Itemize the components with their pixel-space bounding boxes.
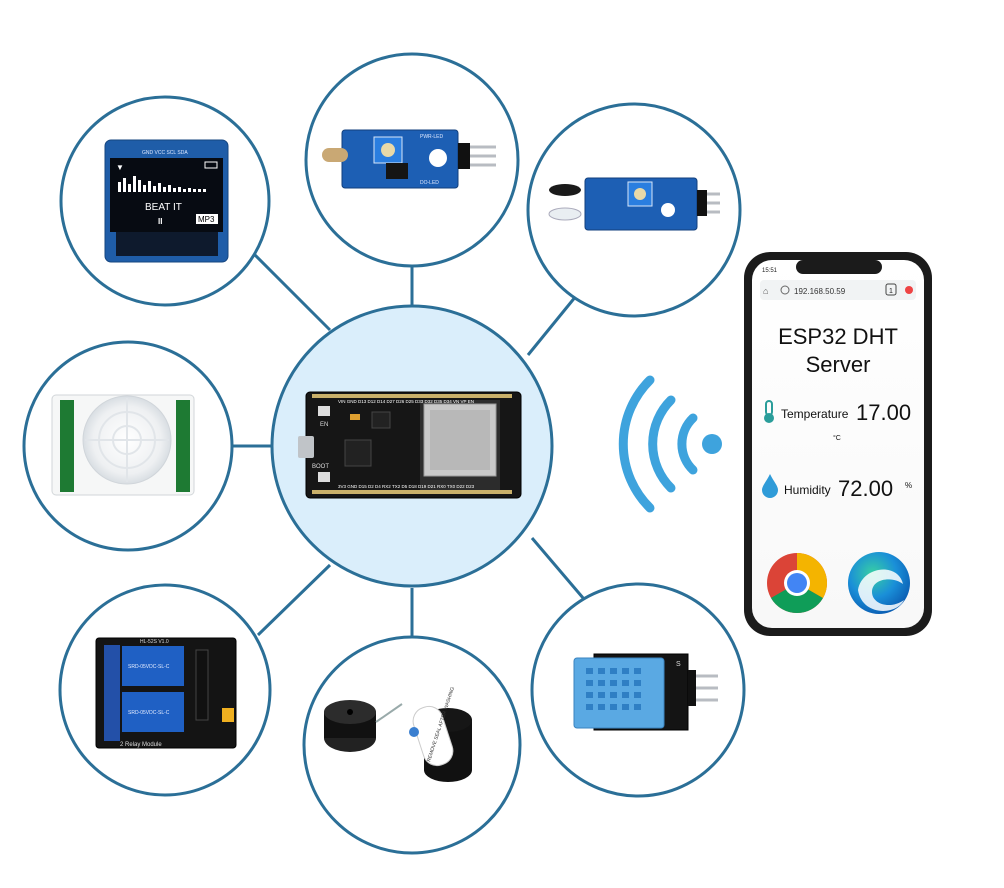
tab-count-icon[interactable] xyxy=(885,283,897,296)
temperature-unit: °C xyxy=(833,434,841,442)
ir-sensor-module xyxy=(548,177,720,231)
humidity-label: Humidity xyxy=(784,483,831,497)
en-label: EN xyxy=(320,422,328,428)
wifi-signal-icon xyxy=(618,375,722,513)
relay-2 xyxy=(122,692,184,732)
relay-1 xyxy=(122,646,184,686)
dht11-housing xyxy=(573,657,665,729)
humidity-value: 72.00 xyxy=(838,476,893,501)
buzzer-module-circle xyxy=(302,635,522,855)
buzzer-seal-sticker xyxy=(412,705,454,767)
connector-oled xyxy=(253,253,332,332)
oled-play-symbol: II xyxy=(158,217,162,226)
ir-emitter-led xyxy=(548,207,582,221)
relay-1-label: SRD-05VDC-SL-C xyxy=(128,664,170,670)
smartphone: 15:51 ⌂ 192.168.50.59 1 ESP32 DHT Server… xyxy=(744,252,932,636)
en-button xyxy=(318,406,330,416)
edge-icon[interactable] xyxy=(848,552,910,614)
url-text[interactable]: 192.168.50.59 xyxy=(794,287,846,296)
boot-button xyxy=(318,472,330,482)
home-icon[interactable]: ⌂ xyxy=(763,286,768,296)
page-title-line2: Server xyxy=(806,352,871,377)
humidity-unit: % xyxy=(905,481,912,490)
connector-relay xyxy=(256,563,332,637)
photoresistor xyxy=(322,148,348,162)
tab-count: 1 xyxy=(889,288,893,295)
ldr-pwr-label: PWR-LED xyxy=(420,134,443,140)
thermometer-icon xyxy=(764,400,774,423)
oled-signal-icon: ▼ xyxy=(116,163,124,172)
browser-menu-icon[interactable] xyxy=(905,286,913,294)
boot-label: BOOT xyxy=(312,464,329,470)
oled-song-title: BEAT IT xyxy=(145,202,182,213)
phone-notch xyxy=(796,260,882,274)
status-time: 15:51 xyxy=(762,268,778,274)
relay-module: SRD-05VDC-SL-C SRD-05VDC-SL-C HL-52S V1.… xyxy=(95,637,237,749)
relay-2-label: SRD-05VDC-SL-C xyxy=(128,710,170,716)
esp32-dev-board: EN BOOT VIN GND D13 D12 D14 D27 D26 D25 … xyxy=(298,391,522,499)
oled-pin-header: GND VCC SCL SDA xyxy=(142,150,188,156)
plus-icon xyxy=(409,727,419,737)
usb-port xyxy=(298,436,314,458)
page-title-line1: ESP32 DHT xyxy=(778,324,898,349)
pir-motion-sensor xyxy=(51,394,195,496)
oled-battery-icon xyxy=(204,161,218,169)
temperature-value: 17.00 xyxy=(856,400,911,425)
chrome-icon[interactable] xyxy=(767,553,828,614)
ldr-sensor-module: PWR-LED DO-LED xyxy=(322,129,496,189)
relay-board-code: HL-52S V1.0 xyxy=(140,639,169,645)
esp32-top-pin-labels: VIN GND D13 D12 D14 D27 D26 D25 D33 D32 … xyxy=(338,399,474,404)
temperature-label: Temperature xyxy=(781,407,849,421)
buzzer-components: REMOVE SEAL AFTER WASHING xyxy=(324,686,472,782)
info-icon xyxy=(780,285,790,295)
dht11-sensor-module: S xyxy=(573,653,718,731)
esp32-bottom-pin-labels: 3V3 GND D15 D2 D4 RX2 TX2 D5 D18 D19 D21… xyxy=(338,484,475,489)
ir-receiver-led xyxy=(549,184,581,196)
water-drop-icon xyxy=(762,474,778,498)
oled-mp3-tag: MP3 xyxy=(198,215,215,224)
dht-pin-label: S xyxy=(676,661,681,668)
browser-address-bar[interactable] xyxy=(760,280,916,300)
oled-display-module: GND VCC SCL SDA BEAT IT II MP3 ▼ xyxy=(104,139,229,263)
relay-title: 2 Relay Module xyxy=(120,742,162,748)
phone-screen xyxy=(752,260,924,628)
ldr-do-label: DO-LED xyxy=(420,180,439,186)
